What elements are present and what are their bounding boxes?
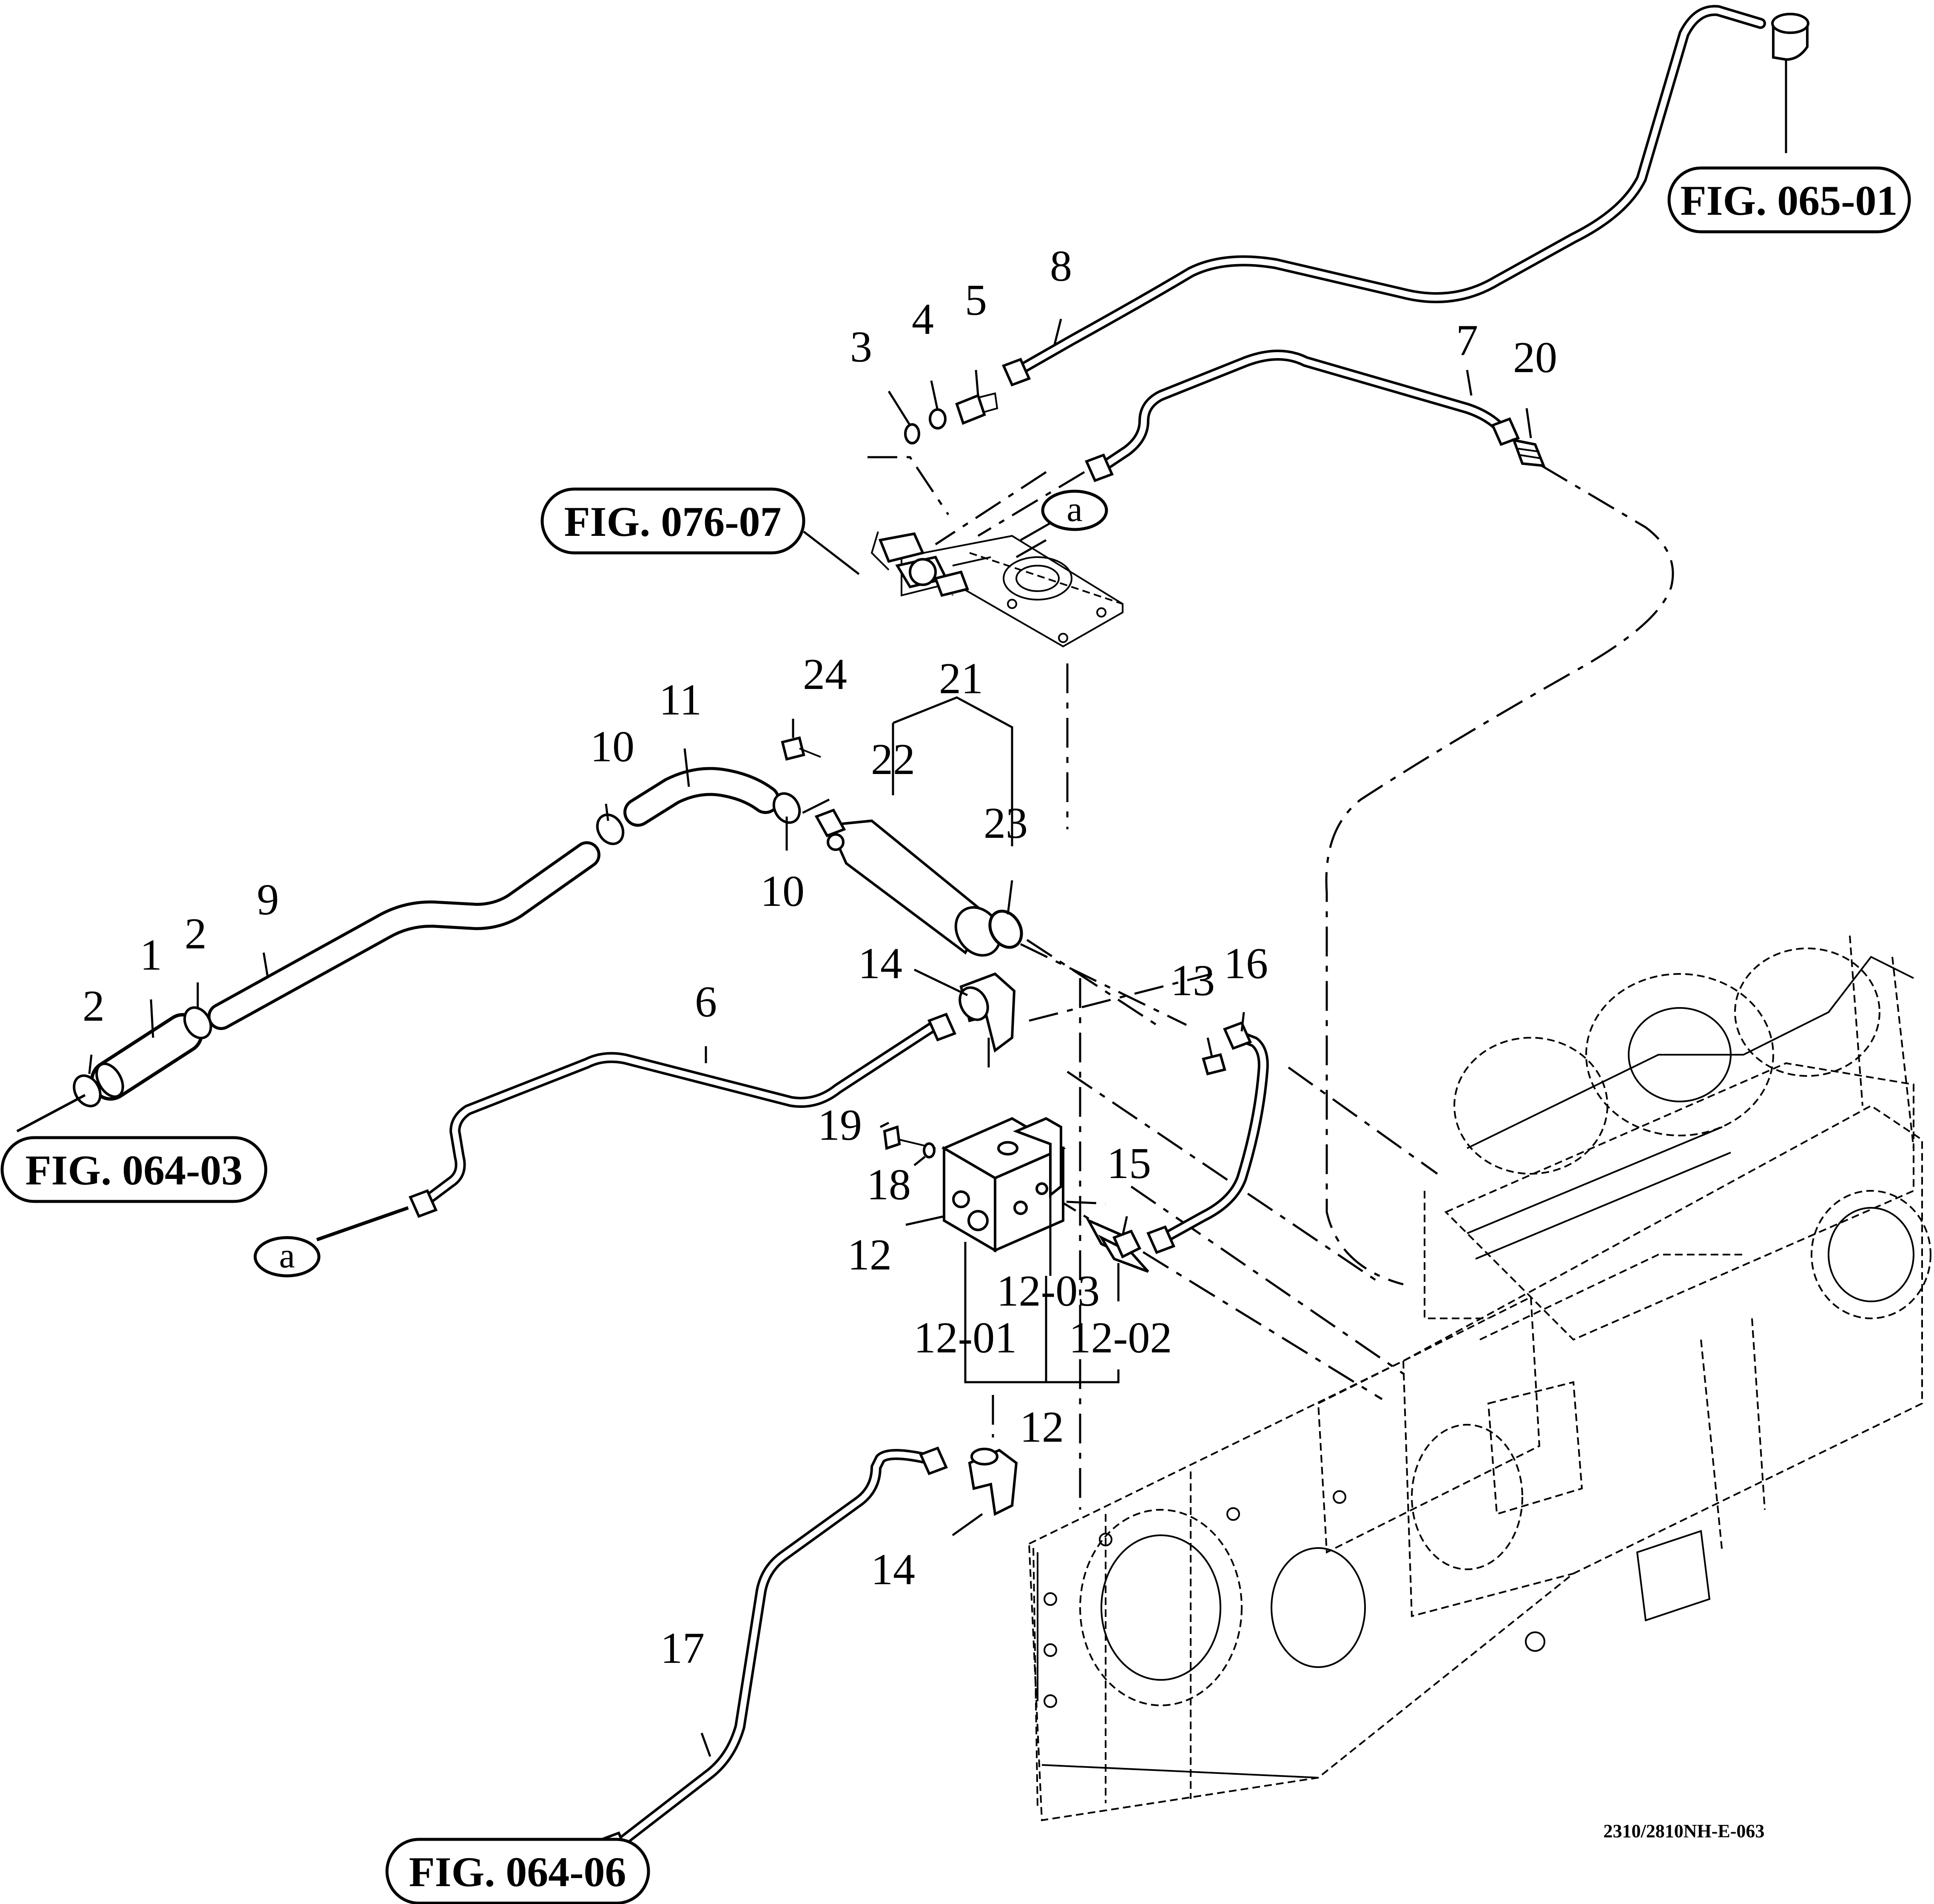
label-16: 16 [1224, 939, 1268, 988]
label-9: 9 [257, 875, 279, 924]
label-2-left: 2 [82, 982, 105, 1030]
label-4: 4 [912, 295, 934, 344]
label-10-upper: 10 [590, 722, 634, 771]
label-3: 3 [850, 322, 872, 371]
drawing-code: 2310/2810NH-E-063 [1604, 1821, 1765, 1841]
label-7: 7 [1456, 316, 1478, 365]
label-12-02: 12-02 [1069, 1313, 1172, 1362]
elbow-15 [1112, 1229, 1142, 1259]
label-12-bottom: 12 [1020, 1403, 1064, 1451]
label-2-right: 2 [185, 909, 207, 958]
label-18: 18 [867, 1160, 911, 1209]
hose-11 [623, 767, 780, 827]
fig-ref-065-01-label: FIG. 065-01 [1680, 177, 1897, 224]
fig-ref-076-07[interactable]: FIG. 076-07 [540, 487, 805, 555]
nipple-20 [1512, 438, 1546, 467]
pipe-17 [600, 1446, 948, 1860]
connector-a-upper-label: a [1067, 490, 1082, 529]
part-labels: 8 5 4 3 7 20 24 21 11 10 22 23 10 9 2 1 … [82, 242, 1557, 1673]
valve-block-12 [883, 1117, 1066, 1253]
pipe-16 [1146, 1021, 1269, 1254]
label-12-03: 12-03 [997, 1266, 1100, 1315]
o-ring-23 [988, 909, 1023, 949]
pipe-6 [408, 1013, 957, 1218]
label-14-lower: 14 [871, 1545, 915, 1594]
connector-a-lower-label: a [279, 1236, 295, 1275]
label-12-top: 12 [848, 1230, 892, 1279]
elbow-14-upper [958, 972, 1016, 1053]
fitting-13 [1202, 1053, 1226, 1076]
label-23: 23 [984, 799, 1028, 848]
label-21: 21 [939, 654, 983, 703]
fig-ref-065-01[interactable]: FIG. 065-01 [1667, 166, 1911, 233]
label-6: 6 [695, 977, 717, 1026]
label-5: 5 [965, 276, 987, 324]
label-22: 22 [871, 735, 915, 784]
connector-a-lower[interactable]: a [253, 1236, 321, 1278]
label-12-01: 12-01 [914, 1313, 1017, 1362]
fig-ref-064-03[interactable]: FIG. 064-03 [0, 1136, 267, 1203]
fig-ref-064-06[interactable]: FIG. 064-06 [385, 1838, 650, 1904]
hose-9 [208, 841, 600, 1030]
hose-1 [90, 1013, 203, 1101]
bolt-24 [781, 736, 821, 761]
fig-ref-064-06-label: FIG. 064-06 [409, 1848, 626, 1895]
label-11: 11 [659, 675, 702, 724]
label-10-lower: 10 [760, 867, 805, 916]
label-15: 15 [1107, 1139, 1151, 1188]
fig-ref-064-03-label: FIG. 064-03 [25, 1147, 242, 1194]
clamps [73, 792, 801, 1107]
elbow-14-lower [968, 1448, 1018, 1516]
label-19: 19 [818, 1101, 862, 1150]
filter-22 [814, 808, 1002, 957]
leader-lines [16, 60, 1787, 1904]
label-24: 24 [803, 650, 847, 699]
valve-mount-plate [870, 531, 1123, 648]
transmission-housing [1028, 935, 1931, 1821]
pipe-7 [1084, 350, 1520, 482]
connector-a-upper[interactable]: a [1041, 490, 1108, 531]
label-17: 17 [660, 1624, 705, 1673]
label-20: 20 [1513, 333, 1557, 382]
label-8: 8 [1050, 242, 1072, 290]
fittings-3-4-5 [904, 392, 998, 444]
label-1: 1 [140, 931, 162, 979]
pipe-8 [1001, 5, 1809, 387]
label-13: 13 [1171, 956, 1215, 1005]
label-14-upper: 14 [858, 939, 902, 988]
fig-ref-076-07-label: FIG. 076-07 [564, 498, 781, 545]
